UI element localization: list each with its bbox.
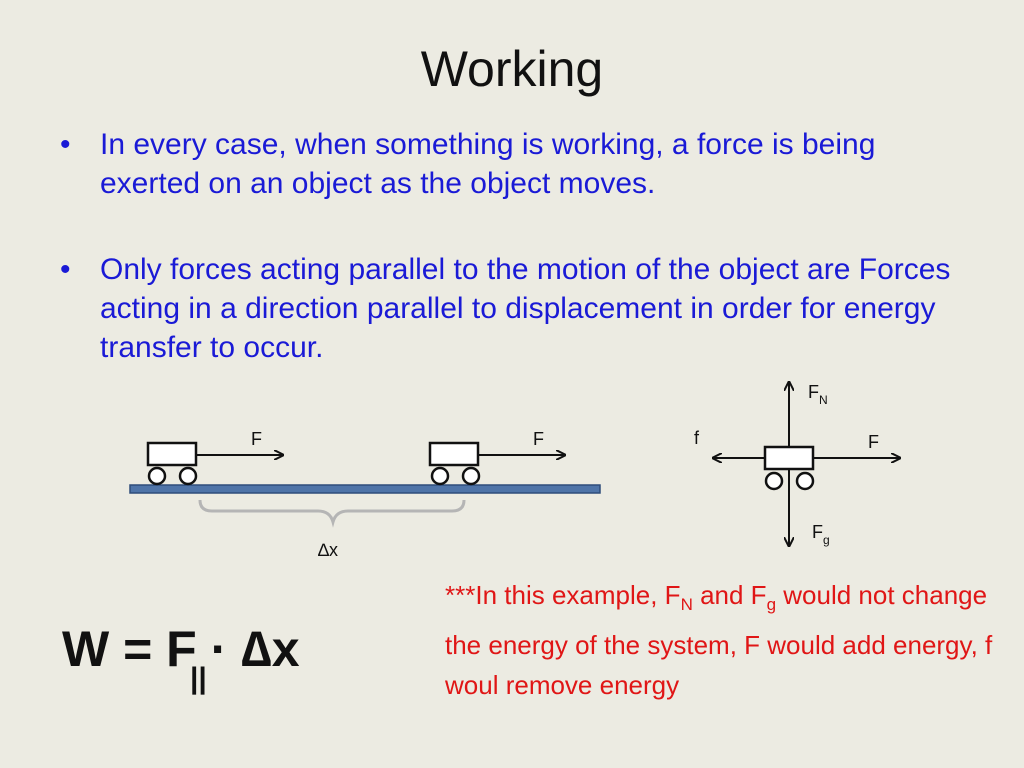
bullet-dot-icon: • bbox=[60, 253, 71, 286]
note-part-2: and F bbox=[692, 580, 767, 610]
bullet-item-1: • In every case, when something is worki… bbox=[60, 125, 960, 203]
friction-force-label: f bbox=[694, 428, 700, 448]
bullet-list: • In every case, when something is worki… bbox=[60, 125, 960, 414]
bullet-text-1: In every case, when something is working… bbox=[100, 128, 876, 200]
example-note: ***In this example, FN and Fg would not … bbox=[445, 575, 1005, 705]
note-sub-1: N bbox=[680, 595, 693, 615]
cart-1-body bbox=[146, 441, 198, 467]
cart-1-wheel-left bbox=[147, 466, 167, 486]
cart-2 bbox=[428, 441, 481, 486]
bullet-dot-icon: • bbox=[60, 128, 71, 161]
formula-main: W = F bbox=[62, 621, 197, 677]
work-formula: W = F · ∆x || bbox=[62, 620, 300, 695]
cart-2-wheel-right bbox=[461, 466, 481, 486]
cart-1 bbox=[146, 441, 198, 486]
displacement-label: ∆x bbox=[318, 540, 338, 560]
free-body-wheel-right bbox=[795, 471, 815, 491]
cart-1-force-label: F bbox=[251, 429, 262, 449]
cart-2-force-label: F bbox=[533, 429, 544, 449]
note-part-3: would not change the energy of the syste… bbox=[445, 580, 993, 701]
bullet-text-2: Only forces acting parallel to the motio… bbox=[100, 253, 951, 364]
free-body-wheel-left bbox=[764, 471, 784, 491]
formula-dot-delta: · ∆x bbox=[210, 621, 300, 677]
gravity-force-label: Fg bbox=[812, 522, 830, 547]
bullet-item-2: • Only forces acting parallel to the mot… bbox=[60, 250, 960, 367]
cart-2-body bbox=[428, 441, 480, 467]
slide-title: Working bbox=[420, 41, 604, 97]
formula-parallel-subscript: || bbox=[190, 662, 207, 695]
applied-force-label: F bbox=[868, 432, 879, 452]
ground-surface bbox=[129, 484, 601, 494]
note-part-1: ***In this example, F bbox=[445, 580, 681, 610]
displacement-brace bbox=[198, 499, 466, 528]
cart-2-wheel-left bbox=[430, 466, 450, 486]
note-sub-2: g bbox=[766, 595, 777, 615]
free-body-cart-body bbox=[763, 445, 815, 471]
cart-1-wheel-right bbox=[178, 466, 198, 486]
normal-force-label: FN bbox=[808, 382, 828, 407]
